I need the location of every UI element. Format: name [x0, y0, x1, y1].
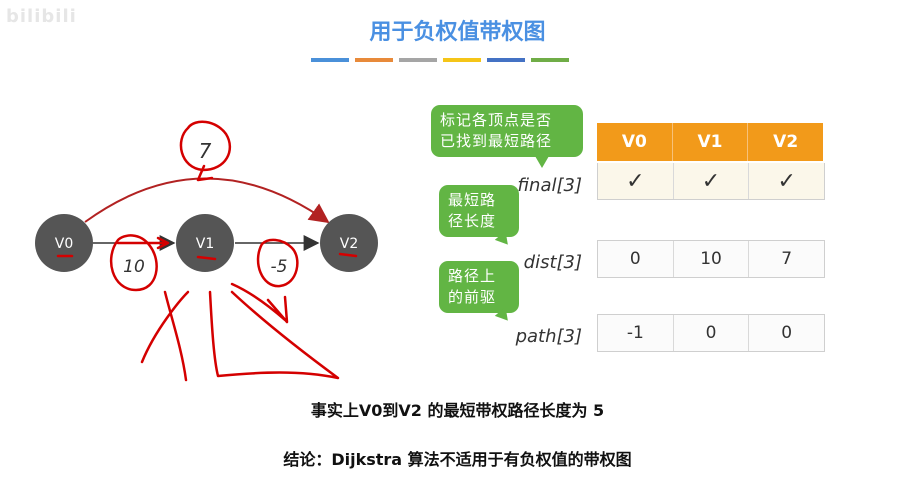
final-v1: ✓ [672, 163, 749, 199]
scribble-mark-v1 [196, 255, 217, 261]
scribble-triangle [208, 290, 340, 380]
dist-v1: 10 [672, 241, 749, 277]
header-v1: V1 [671, 123, 748, 161]
underline-segment [443, 58, 481, 62]
row-label-path: path[3] [515, 326, 582, 347]
node-v0 [35, 214, 93, 272]
underline-segment [355, 58, 393, 62]
tag-tail [535, 156, 549, 168]
weight-v0-v1: 10 [123, 257, 145, 277]
underline-segment [399, 58, 437, 62]
tag-path: 路径上 的前驱 [439, 261, 519, 326]
arrow-tick-v1 [116, 236, 170, 250]
weight-v1-v2: -5 [271, 257, 288, 277]
tag-final-line1: 标记各顶点是否 [440, 111, 553, 129]
row-label-final: final[3] [517, 175, 582, 196]
weight-v0-v2: 7 [199, 139, 212, 163]
circle-weight-7 [179, 120, 232, 172]
table-row-dist: 0 10 7 [597, 240, 825, 278]
underline-segment [311, 58, 349, 62]
dist-v2: 7 [748, 241, 825, 277]
path-v1: 0 [672, 315, 749, 351]
header-v0: V0 [597, 123, 672, 161]
table-header: V0 V1 V2 [597, 123, 824, 161]
node-v1 [176, 214, 234, 272]
tag-dist: 最短路 径长度 [439, 185, 519, 250]
table-row-path: -1 0 0 [597, 314, 825, 352]
scribble-mark-v2 [338, 252, 358, 258]
tag-final: 标记各顶点是否 已找到最短路径 [431, 105, 583, 168]
table-row-final: ✓ ✓ ✓ [597, 163, 825, 200]
tag-dist-line1: 最短路 [448, 191, 497, 209]
node-v2 [320, 214, 378, 272]
final-v2: ✓ [748, 163, 825, 199]
node-v2-label: V2 [340, 236, 358, 252]
scribble-arrow [230, 282, 289, 324]
path-v2: 0 [748, 315, 825, 351]
path-v0: -1 [598, 315, 673, 351]
watermark: bilibili [6, 6, 77, 27]
final-v0: ✓ [598, 163, 673, 199]
title-underline [311, 58, 569, 62]
tag-path-line1: 路径上 [448, 267, 497, 285]
row-label-dist: dist[3] [523, 252, 582, 273]
node-v0-label: V0 [55, 236, 73, 252]
tag-path-line2: 的前驱 [448, 288, 497, 306]
tag-final-line2: 已找到最短路径 [440, 132, 553, 150]
node-v1-label: V1 [196, 236, 214, 252]
page-title: 用于负权值带权图 [369, 20, 546, 45]
tag-dist-line2: 径长度 [448, 212, 497, 230]
underline-segment [531, 58, 569, 62]
circle-weight-neg5 [256, 238, 299, 288]
fact-note: 事实上V0到V2 的最短带权路径长度为 5 [310, 401, 605, 420]
underline-segment [487, 58, 525, 62]
dist-v0: 0 [598, 241, 673, 277]
arrow-tick-v2 [196, 164, 214, 182]
handwritten-annotations [56, 120, 358, 382]
conclusion-note: 结论：Dijkstra 算法不适用于有负权值的带权图 [283, 450, 632, 469]
scribble-x [140, 290, 190, 382]
header-v2: V2 [747, 123, 824, 161]
circle-weight-10 [109, 234, 158, 292]
